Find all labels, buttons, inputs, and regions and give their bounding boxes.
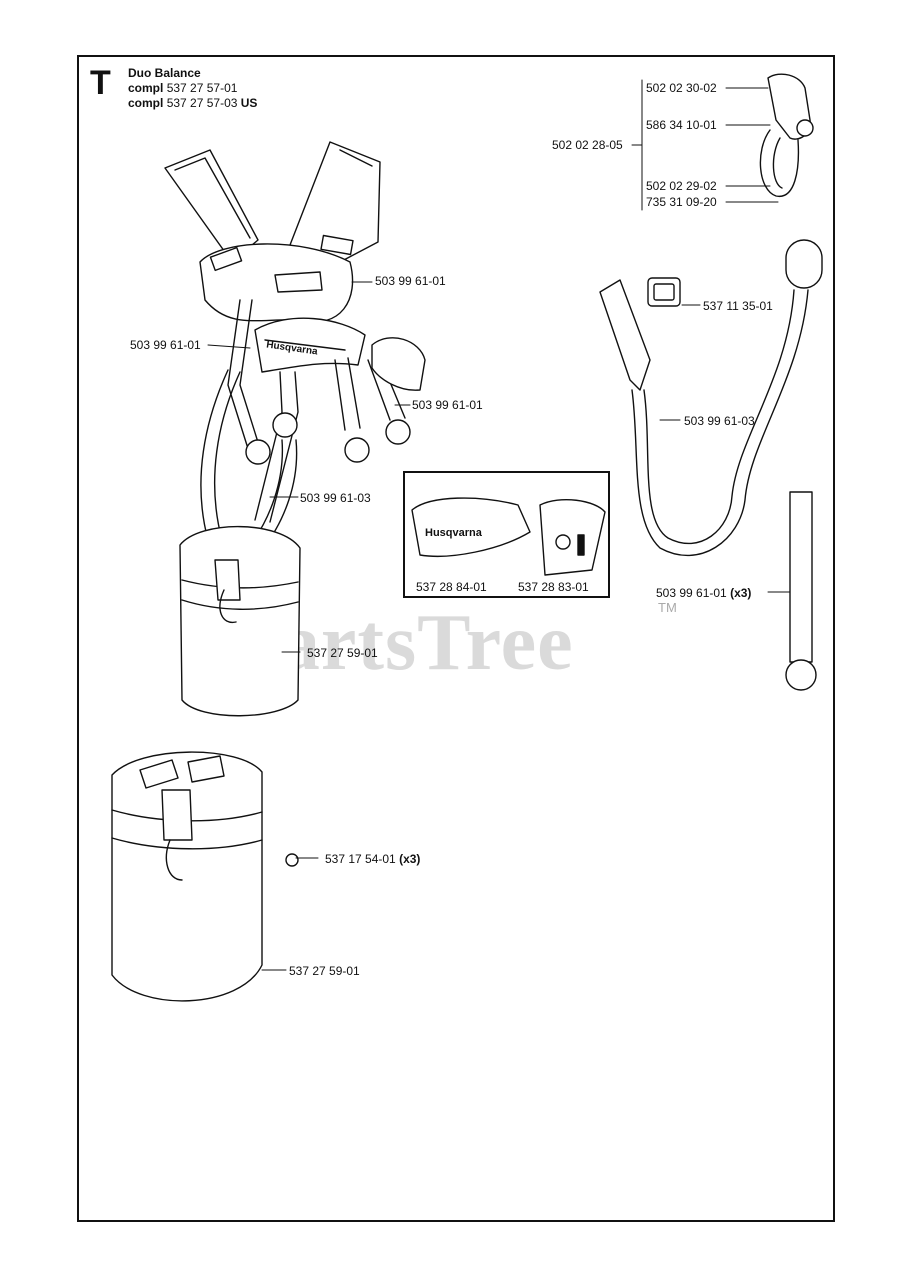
label-inset-right[interactable]: 537 28 83-01 — [518, 580, 589, 594]
label-502-02-29-02[interactable]: 502 02 29-02 — [646, 179, 717, 193]
label-strap-right[interactable]: 503 99 61-01 — [375, 274, 446, 288]
label-586-34-10-01[interactable]: 586 34 10-01 — [646, 118, 717, 132]
watermark-tm: TM — [658, 600, 677, 615]
label-hose[interactable]: 503 99 61-03 — [684, 414, 755, 428]
label-screw[interactable]: 537 17 54-01 (x3) — [325, 852, 421, 866]
label-buckle[interactable]: 537 11 35-01 — [703, 299, 773, 313]
diagram-frame — [77, 55, 835, 1222]
hose-drawing — [599, 239, 823, 557]
label-inset-left[interactable]: 537 28 84-01 — [416, 580, 487, 594]
lower-hip-pad-drawing — [111, 751, 287, 1002]
brand-print: Husqvarna — [425, 527, 482, 539]
section-name: Duo Balance — [128, 66, 201, 80]
label-735-31-09-20[interactable]: 735 31 09-20 — [646, 195, 717, 209]
label-strap-left[interactable]: 503 99 61-01 — [130, 338, 201, 352]
label-strap-mid[interactable]: 503 99 61-01 — [412, 398, 483, 412]
inset-drawing — [411, 497, 606, 576]
hook-assembly-drawing — [631, 73, 814, 211]
label-strap-x3[interactable]: 503 99 61-01 (x3) — [656, 586, 752, 600]
screw-drawing — [285, 853, 319, 867]
buckle-drawing — [647, 277, 701, 307]
label-pad-upper[interactable]: 537 27 59-01 — [307, 646, 378, 660]
single-strap-drawing — [767, 491, 817, 691]
label-strap-long[interactable]: 503 99 61-03 — [300, 491, 371, 505]
upper-hip-pad-drawing — [179, 525, 301, 717]
section-letter: T — [90, 64, 111, 102]
label-502-02-28-05[interactable]: 502 02 28-05 — [552, 138, 623, 152]
compl-line-2: compl 537 27 57-03 US — [128, 96, 258, 110]
label-pad-lower[interactable]: 537 27 59-01 — [289, 964, 360, 978]
title-block: Duo Balance compl 537 27 57-01 compl 537… — [128, 66, 257, 111]
detail-inset — [403, 471, 610, 598]
harness-drawing — [164, 141, 426, 551]
compl-line-1: compl 537 27 57-01 — [128, 81, 238, 95]
label-502-02-30-02[interactable]: 502 02 30-02 — [646, 81, 717, 95]
